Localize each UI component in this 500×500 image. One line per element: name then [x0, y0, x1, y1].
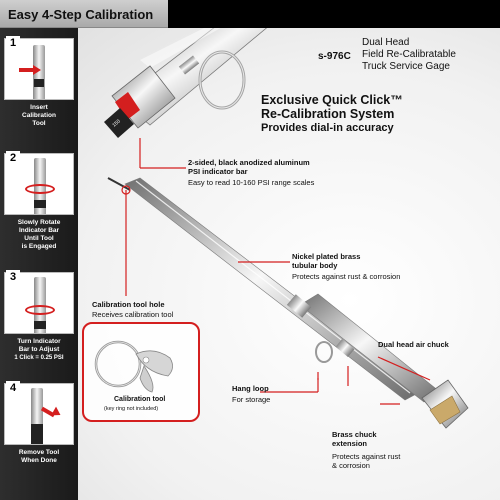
step-3-image [4, 272, 74, 334]
callout-line: Brass chuck [332, 430, 377, 439]
desc-line: Truck Service Gage [362, 61, 450, 72]
step-number: 2 [6, 151, 20, 165]
svg-text:150: 150 [111, 118, 121, 128]
rotate-ring-icon [25, 184, 55, 194]
callout-extension-title: Brass chuck extension [332, 430, 377, 448]
callout-line: tubular body [292, 261, 338, 270]
indicator-bar [31, 424, 43, 444]
steps-panel: 1 Insert Calibration Tool 2 Slowly Rotat… [0, 28, 78, 500]
model-number: s-976C [318, 51, 351, 62]
turn-ring-icon [25, 305, 55, 315]
step-1-caption: Insert Calibration Tool [4, 104, 74, 128]
callout-line: 2-sided, black anodized aluminum [188, 158, 310, 167]
callout-hole-body: Receives calibration tool [92, 310, 174, 319]
caption-line: Insert [30, 104, 48, 111]
caption-line: Bar to Adjust [18, 346, 60, 353]
headline-line-3: Provides dial-in accuracy [261, 122, 394, 134]
step-number: 3 [6, 270, 20, 284]
caption-line: When Done [21, 457, 57, 464]
header-black-bar [168, 0, 500, 28]
calibration-tool-box: Calibration tool (key ring not included) [82, 322, 200, 422]
callout-indicator-body: Easy to read 10-160 PSI range scales [188, 178, 315, 187]
callout-body-body: Protects against rust & corrosion [292, 272, 401, 281]
callout-body-title: Nickel plated brass tubular body [292, 252, 360, 270]
arrow-right-icon [33, 65, 41, 75]
calibration-tool-icon [94, 340, 173, 393]
desc-line: Field Re-Calibratable [362, 49, 456, 60]
callout-loop-title: Hang loop [232, 384, 269, 393]
header-bar: Easy 4-Step Calibration [0, 0, 168, 28]
callout-line: extension [332, 439, 368, 448]
callout-line: Nickel plated brass [292, 252, 361, 261]
arrow-stem [19, 68, 33, 72]
callout-indicator-title: 2-sided, black anodized aluminum PSI ind… [188, 158, 310, 176]
callout-line: Protects against rust [332, 452, 401, 461]
caption-line: Remove Tool [18, 449, 60, 456]
step-3-caption: Turn Indicator Bar to Adjust 1 Click = 0… [4, 338, 74, 362]
indicator-bar [34, 321, 46, 329]
step-4-caption: Remove Tool When Done [4, 449, 74, 465]
caption-line: 1 Click = 0.25 PSI [14, 355, 64, 361]
step-number: 1 [6, 36, 20, 50]
callout-chuck-title: Dual head air chuck [378, 340, 449, 349]
headline-line-1: Exclusive Quick Click™ [261, 93, 403, 107]
indicator-bar [34, 200, 46, 208]
headline: Exclusive Quick Click™ Re-Calibration Sy… [261, 93, 403, 135]
callout-hole-title: Calibration tool hole [92, 300, 165, 309]
caption-line: Slowly Rotate [17, 219, 61, 226]
caption-line: Until Tool [24, 235, 54, 242]
callout-line: & corrosion [332, 461, 370, 470]
caption-line: is Engaged [21, 243, 57, 250]
desc-line: Dual Head [362, 37, 410, 48]
callout-lines [121, 138, 431, 405]
caption-line: Turn Indicator [17, 338, 61, 345]
page-title: Easy 4-Step Calibration [8, 7, 154, 22]
caption-line: Indicator Bar [18, 227, 60, 234]
callout-line: PSI indicator bar [188, 167, 248, 176]
callout-loop-body: For storage [232, 395, 271, 404]
tool-caption: Calibration tool [114, 396, 166, 403]
headline-line-2: Re-Calibration System [261, 107, 395, 121]
product-description: Dual Head Field Re-Calibratable Truck Se… [362, 37, 456, 73]
step-number: 4 [6, 381, 20, 395]
tool-note: (key ring not included) [104, 406, 159, 412]
gauge-body [107, 177, 469, 429]
step-2-caption: Slowly Rotate Indicator Bar Until Tool i… [4, 219, 74, 251]
caption-line: Tool [32, 120, 46, 127]
callout-extension-body: Protects against rust & corrosion [332, 452, 400, 470]
indicator-bar [34, 79, 44, 87]
caption-line: Calibration [22, 112, 56, 119]
